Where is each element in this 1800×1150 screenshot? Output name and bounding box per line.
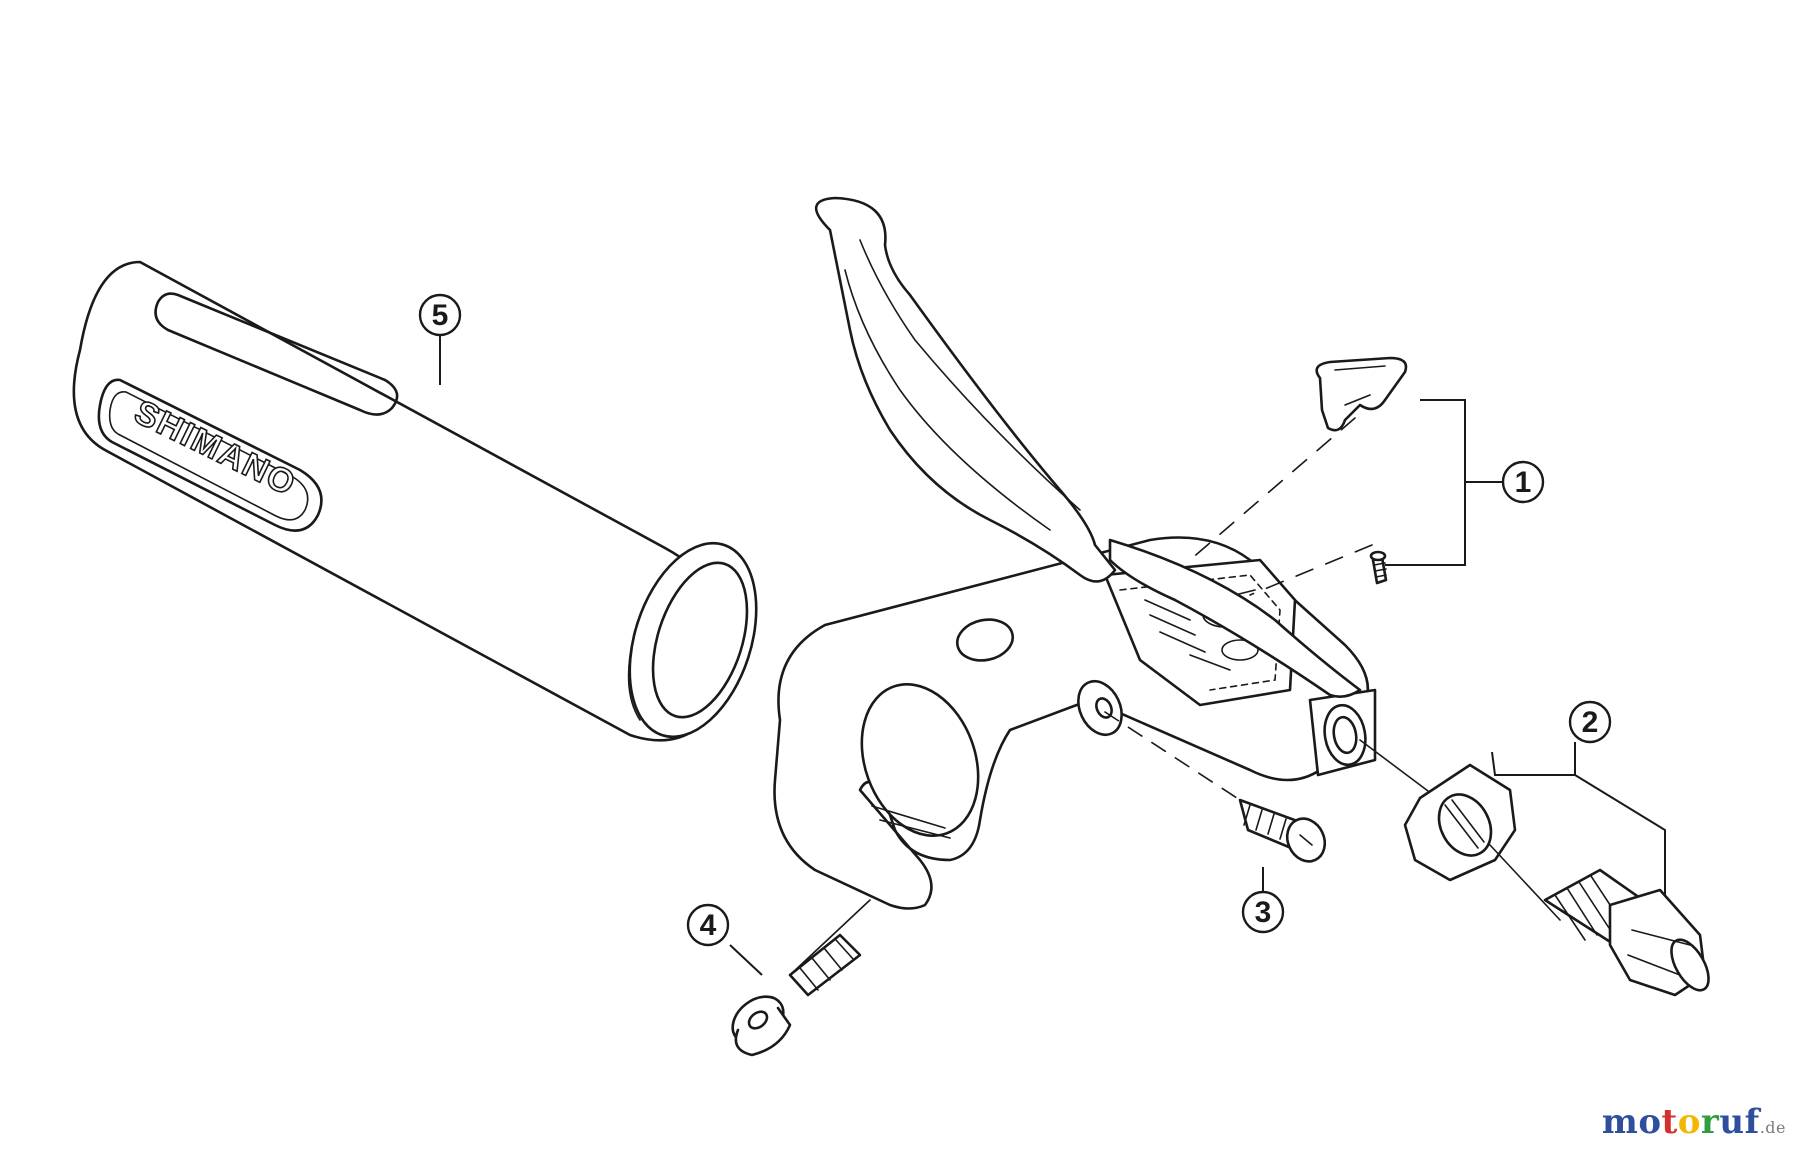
part-3-pivot-screw [1104,711,1327,863]
brake-lever-blade [814,196,1362,698]
callout-5-label: 5 [432,299,449,332]
callout-4: 4 [686,903,730,947]
callout-5: 5 [418,293,462,337]
callout-2-label: 2 [1582,706,1599,739]
callout-3-label: 3 [1255,896,1272,929]
part-4-clamp-bolt [731,899,871,1057]
brake-lever-bracket [773,536,1377,910]
watermark-letter: m [1601,1102,1639,1142]
watermark-letter: o [1677,1102,1701,1142]
watermark-text: motoruf [1602,1102,1760,1142]
callout-1: 1 [1501,460,1545,504]
watermark-letter: f [1744,1102,1760,1142]
motoruf-watermark: motoruf.de [1602,1102,1786,1142]
callout-2: 2 [1568,700,1612,744]
part-2-barrel-adjuster-set [1359,739,1710,997]
part-1-cable-hook-set [1189,356,1408,596]
watermark-letter: u [1719,1102,1745,1142]
watermark-letter: o [1638,1102,1662,1142]
part-5-grip: SHIMANO [72,260,758,742]
watermark-letter: t [1661,1102,1678,1142]
callout-4-label: 4 [700,909,717,942]
callout-1-label: 1 [1515,466,1532,499]
callout-3: 3 [1241,890,1285,934]
watermark-suffix: .de [1759,1118,1786,1137]
watermark-letter: r [1700,1102,1720,1142]
leader-lines [439,335,1666,976]
